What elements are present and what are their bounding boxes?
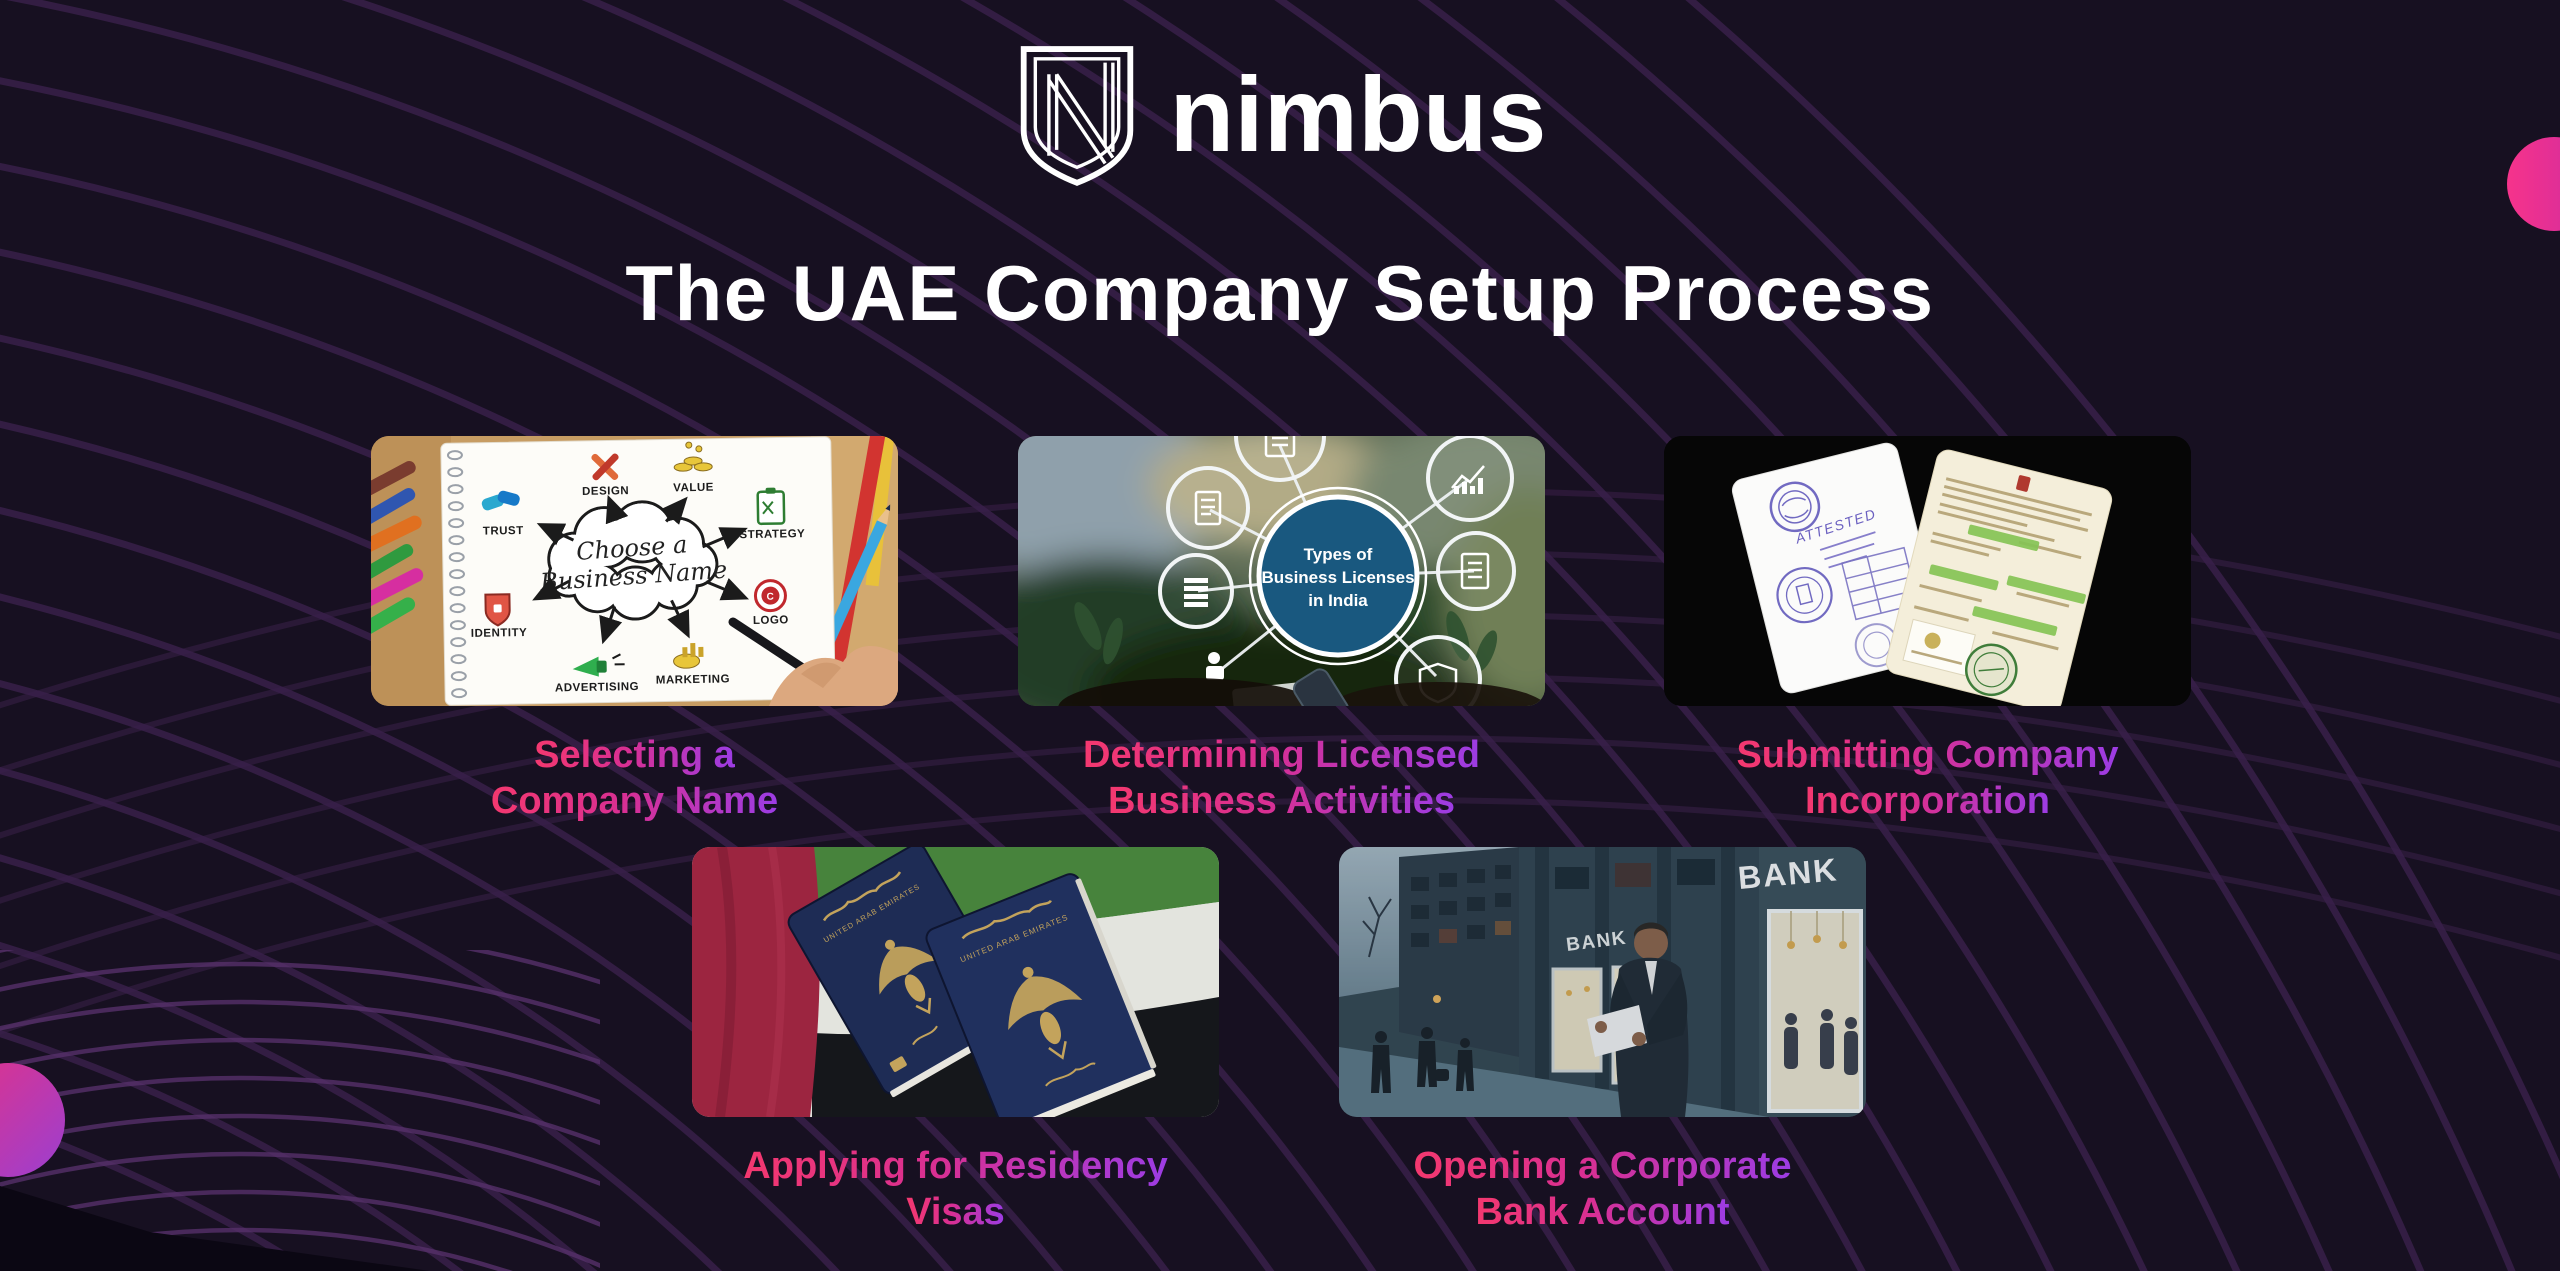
handshake-icon xyxy=(481,490,520,511)
hands-and-phone xyxy=(1058,668,1545,706)
falcon-emblem-2 xyxy=(1008,966,1083,1060)
step5-image-bank-street: BANK BANK xyxy=(1339,847,1866,1117)
step3-caption-line1: Submitting Company xyxy=(1736,734,2119,776)
svg-text:C: C xyxy=(767,592,775,603)
step2-caption-line2: Business Activities xyxy=(1107,780,1456,822)
coins-icon xyxy=(673,441,713,472)
center-outer-ring xyxy=(1248,486,1428,666)
step-card-residency-visas: UNITED ARAB EMIRATES xyxy=(692,847,1219,1235)
step5-caption-line1: Opening a Corporate xyxy=(1413,1145,1792,1187)
step4-caption-line1: Applying for Residency xyxy=(743,1145,1168,1187)
logo-copyright-icon: C xyxy=(753,579,787,613)
step5-caption-line2: Bank Account xyxy=(1475,1191,1730,1233)
distant-buildings xyxy=(1399,847,1519,1057)
mindmap-label-identity: IDENTITY xyxy=(471,627,528,640)
step3-caption-line2: Incorporation xyxy=(1805,780,2050,822)
center-circle xyxy=(1256,494,1420,658)
hand-with-pen xyxy=(728,617,898,706)
corner-shadow-wedge xyxy=(0,1186,430,1271)
diagram-title-line3: in India xyxy=(1308,591,1368,610)
step3-image-stamped-documents: ATTESTED xyxy=(1664,436,2191,706)
bank-sign-large: BANK xyxy=(1736,851,1839,896)
license-certificate-document xyxy=(1885,449,2113,706)
megaphone-icon xyxy=(572,653,625,677)
mindmap-label-strategy: STRATEGY xyxy=(739,528,805,541)
street-light xyxy=(1433,995,1441,1003)
pedestrians xyxy=(1371,1027,1474,1093)
nimbus-shield-logo-icon xyxy=(1020,46,1133,186)
emblem-box xyxy=(1902,618,1976,677)
document-paper xyxy=(1587,1005,1647,1057)
step1-caption-line1: Selecting a xyxy=(534,734,735,776)
step3-caption: Submitting Company Incorporation xyxy=(1664,732,2191,824)
cloud-shape xyxy=(547,500,719,621)
satellite-icons xyxy=(1184,436,1490,704)
mindmap-label-value: VALUE xyxy=(673,482,714,495)
interior-people xyxy=(1784,1009,1858,1075)
mindmap-label-logo: LOGO xyxy=(753,614,789,627)
mindmap-label-trust: TRUST xyxy=(483,525,524,538)
step2-caption-line1: Determining Licensed xyxy=(1083,734,1480,776)
passport-right: UNITED ARAB EMIRATES xyxy=(925,873,1157,1117)
step5-caption: Opening a Corporate Bank Account xyxy=(1339,1143,1866,1235)
mindmap-arrows xyxy=(532,494,750,645)
step2-caption: Determining Licensed Business Activities xyxy=(1018,732,1545,824)
pencils-icon xyxy=(591,453,619,481)
spiral-binding xyxy=(446,450,468,699)
flag-red-band xyxy=(692,847,820,1117)
businessman xyxy=(1587,922,1689,1117)
plant-leaves xyxy=(1074,602,1498,672)
tree-silhouette xyxy=(1362,896,1392,958)
diagram-title-line1: Types of xyxy=(1304,545,1373,564)
net-pattern xyxy=(0,950,600,1271)
colored-markers xyxy=(371,460,424,640)
step1-caption-line2: Company Name xyxy=(490,780,779,822)
strategy-clipboard-icon xyxy=(756,487,786,526)
step4-caption-line2: Visas xyxy=(906,1191,1005,1233)
mindmap-label-design: DESIGN xyxy=(582,485,629,498)
highlighted-lines xyxy=(1929,524,2086,636)
page-title: The UAE Company Setup Process xyxy=(625,249,1935,337)
bank-entrance-glass xyxy=(1759,847,1866,1117)
step-card-selecting-name: Choose a Business Name xyxy=(371,436,898,824)
mindmap-label-marketing: MARKETING xyxy=(656,673,730,686)
step-card-licensed-activities: Types of Business Licenses in India Dete… xyxy=(1018,436,1545,824)
attested-document: ATTESTED xyxy=(1731,442,1947,694)
step4-image-uae-passports: UNITED ARAB EMIRATES xyxy=(692,847,1219,1117)
marketing-chart-icon xyxy=(673,642,704,669)
header: nimbus xyxy=(0,40,2560,190)
decor-circle-left xyxy=(0,1063,65,1177)
step4-caption: Applying for Residency Visas xyxy=(692,1143,1219,1235)
passport-left: UNITED ARAB EMIRATES xyxy=(787,847,1023,1098)
diagram-title-line2: Business Licenses xyxy=(1261,568,1414,587)
brand-name: nimbus xyxy=(1169,56,1547,174)
step-card-corporate-bank-account: BANK BANK xyxy=(1339,847,1866,1235)
step1-image-notebook-mindmap: Choose a Business Name xyxy=(371,436,898,706)
green-stamp xyxy=(1965,643,2018,697)
identity-shield-icon xyxy=(484,593,511,627)
mindmap-label-advertising: ADVERTISING xyxy=(555,681,639,694)
step1-caption: Selecting a Company Name xyxy=(371,732,898,824)
step2-image-license-types-diagram: Types of Business Licenses in India xyxy=(1018,436,1545,706)
decor-circle-right xyxy=(2507,137,2560,231)
falcon-emblem xyxy=(879,939,939,1015)
step-card-company-incorporation: ATTESTED xyxy=(1664,436,2191,824)
